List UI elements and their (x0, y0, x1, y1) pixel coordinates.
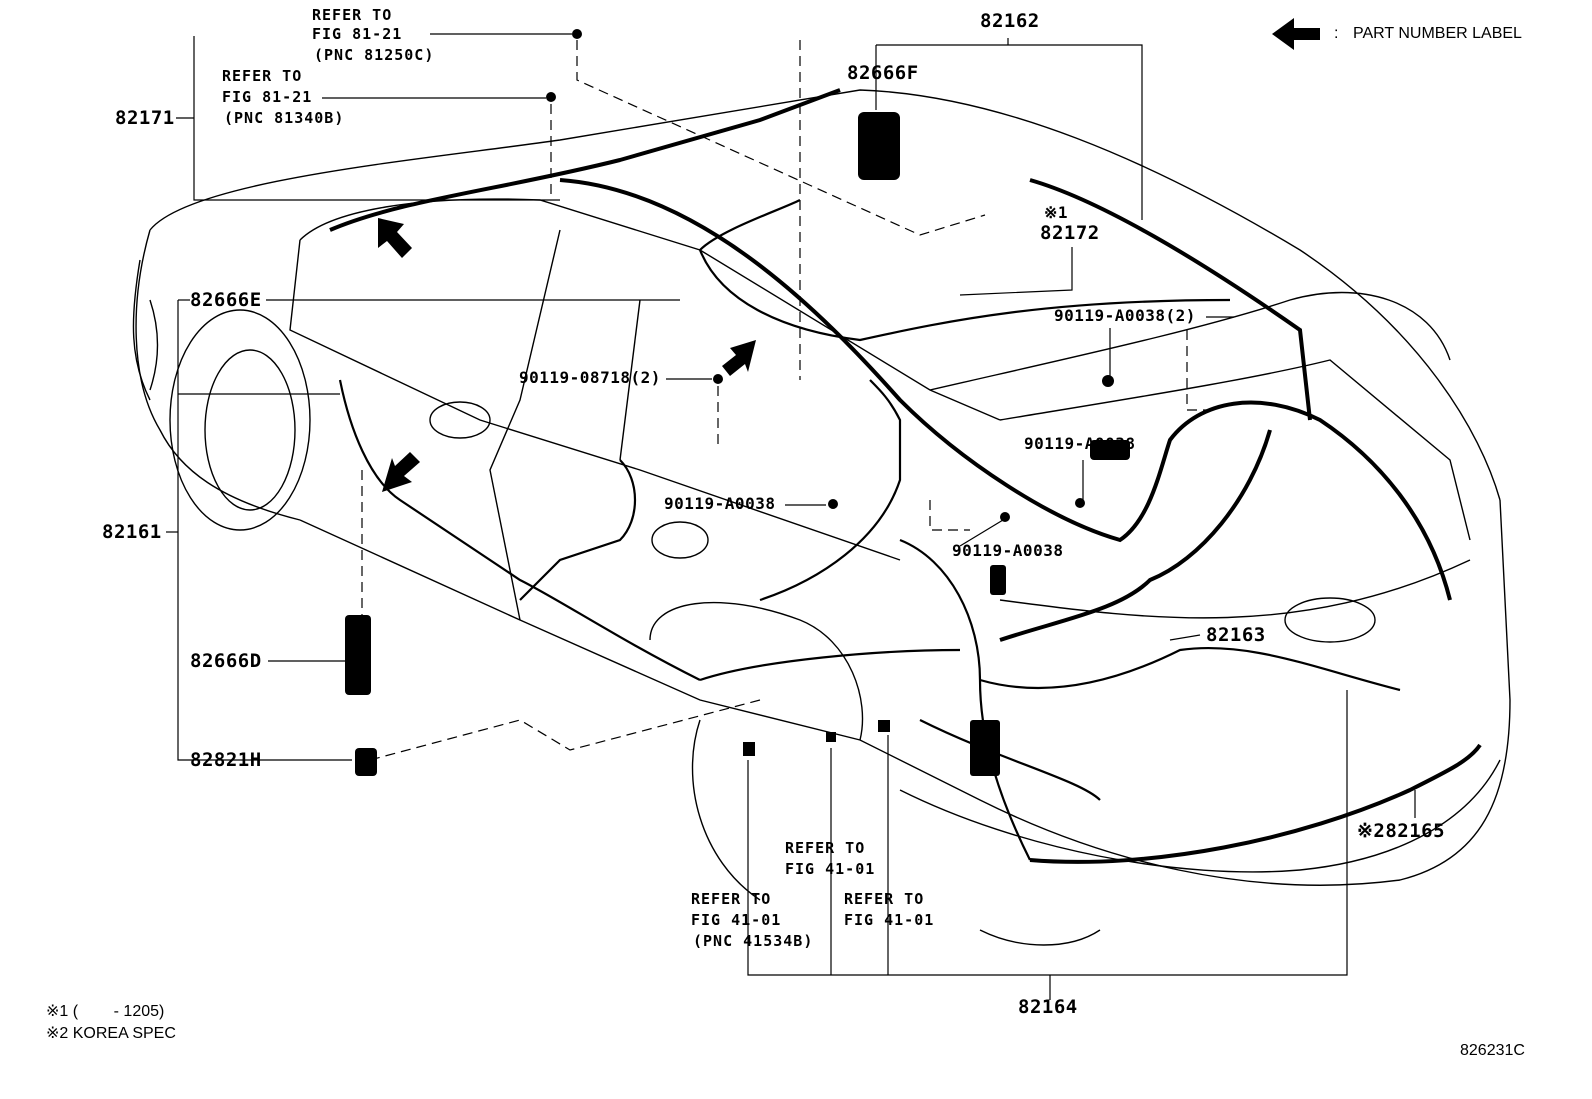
figure-code: 826231C (1460, 1042, 1525, 1059)
wire-harness-thin (338, 199, 1401, 861)
ref1-line3: (PNC 81250C) (314, 46, 435, 64)
part-82172-note-mark: ※1 (1044, 203, 1069, 222)
part-90119-08718-2: 90119-08718(2) (519, 368, 661, 387)
part-82164: 82164 (1018, 996, 1078, 1018)
part-82163: 82163 (1206, 624, 1266, 646)
ref4-line3: (PNC 41534B) (693, 932, 814, 950)
part-82172: 82172 (1040, 222, 1100, 244)
part-82666F: 82666F (847, 62, 919, 84)
footnote-1: ※1 ( - 1205) (46, 1003, 165, 1020)
part-90119-A0038-center: 90119-A0038 (664, 494, 776, 513)
part-82666D: 82666D (190, 650, 262, 672)
ref5-line2: FIG 41-01 (844, 911, 935, 929)
part-82821H: 82821H (190, 749, 262, 771)
part-components (345, 29, 1130, 776)
ref2-line3: (PNC 81340B) (224, 109, 345, 127)
leader-lines (166, 33, 1416, 1000)
ref2-line2: FIG 81-21 (222, 88, 313, 106)
part-82161: 82161 (102, 521, 162, 543)
legend-label: PART NUMBER LABEL (1353, 25, 1522, 42)
part-82162: 82162 (980, 10, 1040, 32)
ref1-line2: FIG 81-21 (312, 25, 403, 43)
wire-harness-main (329, 88, 1482, 864)
ref4-line1: REFER TO (691, 890, 772, 908)
ref3-line2: FIG 41-01 (785, 860, 876, 878)
dashed-leader-lines (361, 40, 1210, 761)
ref3-line1: REFER TO (785, 839, 866, 857)
ref5-line1: REFER TO (844, 890, 925, 908)
part-number-label-arrows (378, 218, 756, 492)
ref2-line1: REFER TO (222, 67, 303, 85)
part-82165: ※282165 (1357, 820, 1446, 842)
car-body-outline (132, 89, 1511, 946)
part-90119-A0038-right: 90119-A0038 (1024, 434, 1136, 453)
footnote-2: ※2 KOREA SPEC (46, 1025, 176, 1042)
ref1-line1: REFER TO (312, 6, 393, 24)
ref4-line2: FIG 41-01 (691, 911, 782, 929)
part-82666E: 82666E (190, 289, 262, 311)
part-90119-A0038-2-upper: 90119-A0038(2) (1054, 306, 1196, 325)
part-82171: 82171 (115, 107, 175, 129)
part-90119-A0038-lower: 90119-A0038 (952, 541, 1064, 560)
part-number-label-arrow-icon (1272, 18, 1320, 50)
legend-separator: : (1334, 25, 1339, 42)
